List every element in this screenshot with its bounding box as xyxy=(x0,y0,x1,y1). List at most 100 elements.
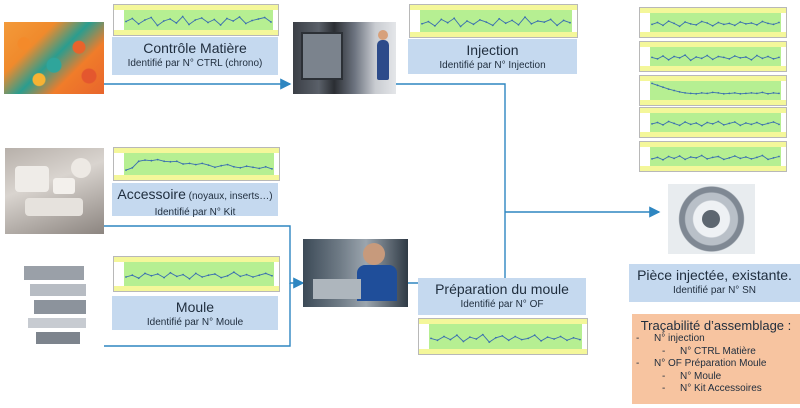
data-point xyxy=(188,162,191,165)
data-point xyxy=(156,273,159,275)
data-point xyxy=(258,274,261,277)
chart-band-plot xyxy=(650,47,781,66)
data-point xyxy=(689,59,692,62)
data-point xyxy=(778,21,780,24)
chart-band-plot xyxy=(124,262,274,286)
data-point xyxy=(156,158,159,161)
data-point xyxy=(750,123,753,126)
chart-plot-area xyxy=(651,20,780,28)
chart-series-5 xyxy=(639,141,787,172)
data-point xyxy=(244,22,247,25)
chart-band-yb2 xyxy=(419,349,587,354)
data-point xyxy=(434,25,436,27)
data-point xyxy=(717,21,720,24)
data-point xyxy=(430,337,432,340)
data-point xyxy=(684,92,686,94)
data-point xyxy=(667,88,670,90)
chart-band-yb xyxy=(640,42,786,47)
data-point xyxy=(449,338,452,341)
data-point xyxy=(706,54,709,57)
node-subtitle: Identifié par N° OF xyxy=(460,299,544,310)
chart-plot-area xyxy=(651,120,780,127)
data-point xyxy=(728,58,731,60)
data-point xyxy=(443,335,445,338)
data-point xyxy=(163,160,165,163)
data-point xyxy=(514,335,517,338)
data-point xyxy=(651,158,653,160)
data-point xyxy=(756,54,758,57)
chart-plot-area xyxy=(125,158,273,171)
data-point xyxy=(220,164,223,167)
data-point xyxy=(182,163,184,165)
node-title: Moule xyxy=(175,299,215,315)
data-point xyxy=(656,121,659,124)
data-point xyxy=(651,56,653,59)
data-point xyxy=(772,58,775,60)
node-title: Accessoire (noyaux, inserts…) xyxy=(112,185,278,206)
data-point xyxy=(656,156,659,159)
data-point xyxy=(722,56,725,59)
data-point xyxy=(524,16,526,18)
data-point xyxy=(745,56,747,58)
data-point xyxy=(722,23,725,26)
data-point xyxy=(778,123,780,126)
data-point xyxy=(733,155,736,157)
data-point xyxy=(252,276,254,278)
data-point xyxy=(733,92,736,94)
data-point xyxy=(263,16,266,19)
data-point xyxy=(700,20,703,23)
data-point xyxy=(169,18,171,20)
chart-band-yb2 xyxy=(640,66,786,71)
node-title-main: Accessoire xyxy=(117,186,186,202)
data-point xyxy=(717,92,720,94)
data-point xyxy=(706,92,709,95)
traceability-title: Traçabilité d’assemblage : xyxy=(640,318,792,333)
data-point xyxy=(651,123,653,125)
data-point xyxy=(761,91,764,94)
data-point xyxy=(200,17,203,19)
series-line xyxy=(651,20,780,27)
data-point xyxy=(756,24,758,26)
data-point xyxy=(453,17,456,20)
data-point xyxy=(226,17,228,20)
data-point xyxy=(667,155,670,158)
data-point xyxy=(772,157,775,159)
data-point xyxy=(678,25,681,28)
data-point xyxy=(194,19,197,21)
data-point xyxy=(566,339,568,342)
data-point xyxy=(232,20,235,22)
data-point xyxy=(695,157,698,159)
data-point xyxy=(238,16,241,18)
data-point xyxy=(651,82,653,85)
data-point xyxy=(182,273,184,276)
data-point xyxy=(201,276,204,278)
chart-moule xyxy=(113,256,280,292)
data-point xyxy=(739,57,742,59)
data-point xyxy=(421,22,423,25)
data-point xyxy=(213,18,216,21)
data-point xyxy=(689,92,692,95)
data-point xyxy=(131,166,134,169)
node-title: Préparation du moule xyxy=(435,281,569,297)
data-point xyxy=(711,123,714,125)
chart-band-plot xyxy=(650,81,781,100)
data-point xyxy=(673,122,675,125)
chart-band-yb xyxy=(640,108,786,113)
plastic-granules-image xyxy=(4,22,104,94)
data-point xyxy=(556,24,558,27)
data-point xyxy=(494,336,497,339)
data-point xyxy=(673,157,675,160)
data-point xyxy=(695,92,698,95)
data-point xyxy=(756,121,758,124)
data-point xyxy=(579,338,581,341)
data-point xyxy=(656,84,659,87)
chart-band-plot xyxy=(650,13,781,32)
data-point xyxy=(125,276,127,278)
chart-injection xyxy=(409,4,578,38)
chart-band-yb xyxy=(410,5,577,10)
data-point xyxy=(436,339,439,342)
data-point xyxy=(667,120,670,123)
data-point xyxy=(446,21,449,24)
data-point xyxy=(440,18,443,21)
data-point xyxy=(739,92,742,95)
